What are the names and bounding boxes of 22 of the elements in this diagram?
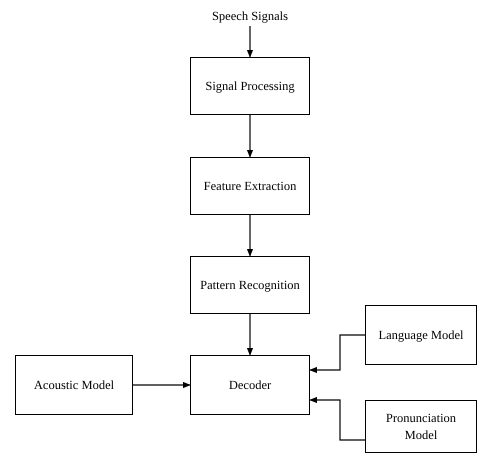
arrow [246,115,254,158]
process-box [190,256,310,314]
box-label: Pronunciation Model [384,410,458,444]
process-box [190,355,310,415]
process-box [365,305,477,365]
input-label: Speech Signals [195,6,305,26]
box-label: Language Model [378,326,464,344]
box-label: Signal Processing [205,78,295,94]
arrow [246,26,254,58]
arrow [133,382,191,388]
process-box [190,157,310,215]
box-label: Pattern Recognition [200,276,300,294]
process-box [15,355,133,415]
process-box [365,400,477,453]
process-box [190,57,310,115]
box-label: Feature Extraction [204,178,296,194]
arrow [246,215,254,257]
box-label: Acoustic Model [34,376,114,394]
arrow [309,334,365,374]
arrow [309,396,365,441]
box-label: Decoder [228,376,272,394]
arrow [246,314,254,356]
